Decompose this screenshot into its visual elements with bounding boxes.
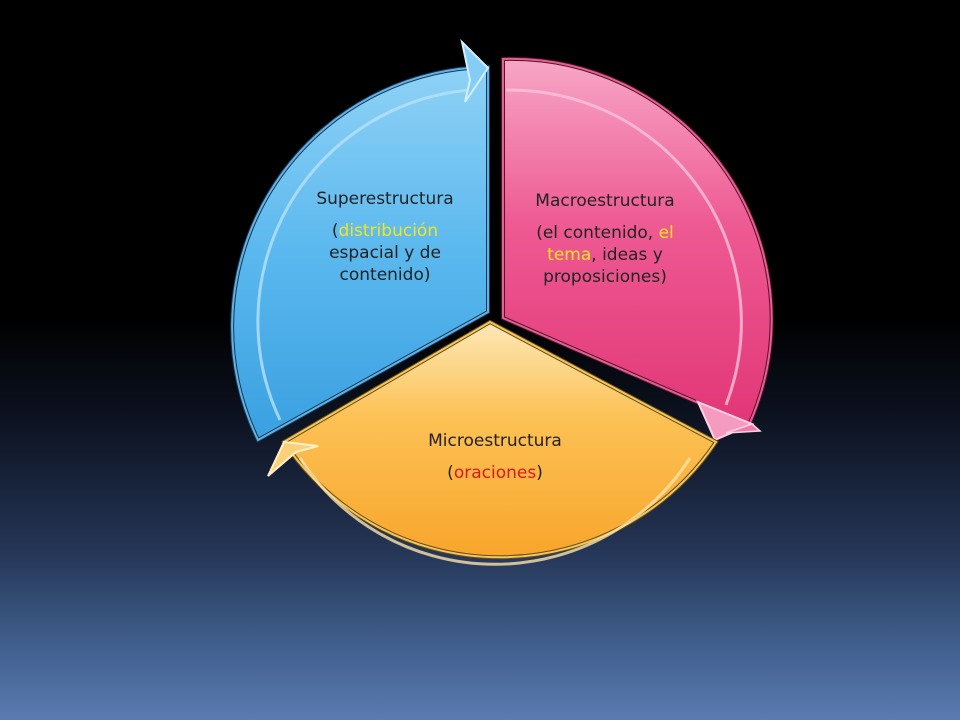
micro-highlight: oraciones	[453, 463, 537, 483]
super-arrow-head	[460, 38, 490, 103]
super-body: (distribución espacial y de contenido)	[329, 221, 441, 285]
micro-label: Microestructura (oraciones)	[395, 430, 595, 484]
micro-title: Microestructura	[428, 431, 562, 451]
segment-macroestructura	[501, 56, 774, 442]
super-arrow-track	[256, 88, 471, 421]
micro-arrow-head	[267, 440, 319, 477]
super-label: Superestructura (distribución espacial y…	[300, 188, 470, 286]
micro-arrow-track	[298, 457, 692, 566]
super-highlight: distribución	[338, 221, 439, 241]
segment-microestructura	[267, 319, 719, 566]
macro-body: (el contenido, el tema, ideas y proposic…	[536, 223, 674, 287]
micro-body: (oraciones)	[447, 463, 543, 483]
segment-superestructura	[230, 38, 490, 443]
macro-label: Macroestructura (el contenido, el tema, …	[515, 190, 695, 288]
macro-highlight: el tema	[547, 223, 674, 265]
macro-arrow-track	[505, 88, 743, 406]
super-title: Superestructura	[316, 189, 454, 209]
macro-title: Macroestructura	[535, 191, 675, 211]
